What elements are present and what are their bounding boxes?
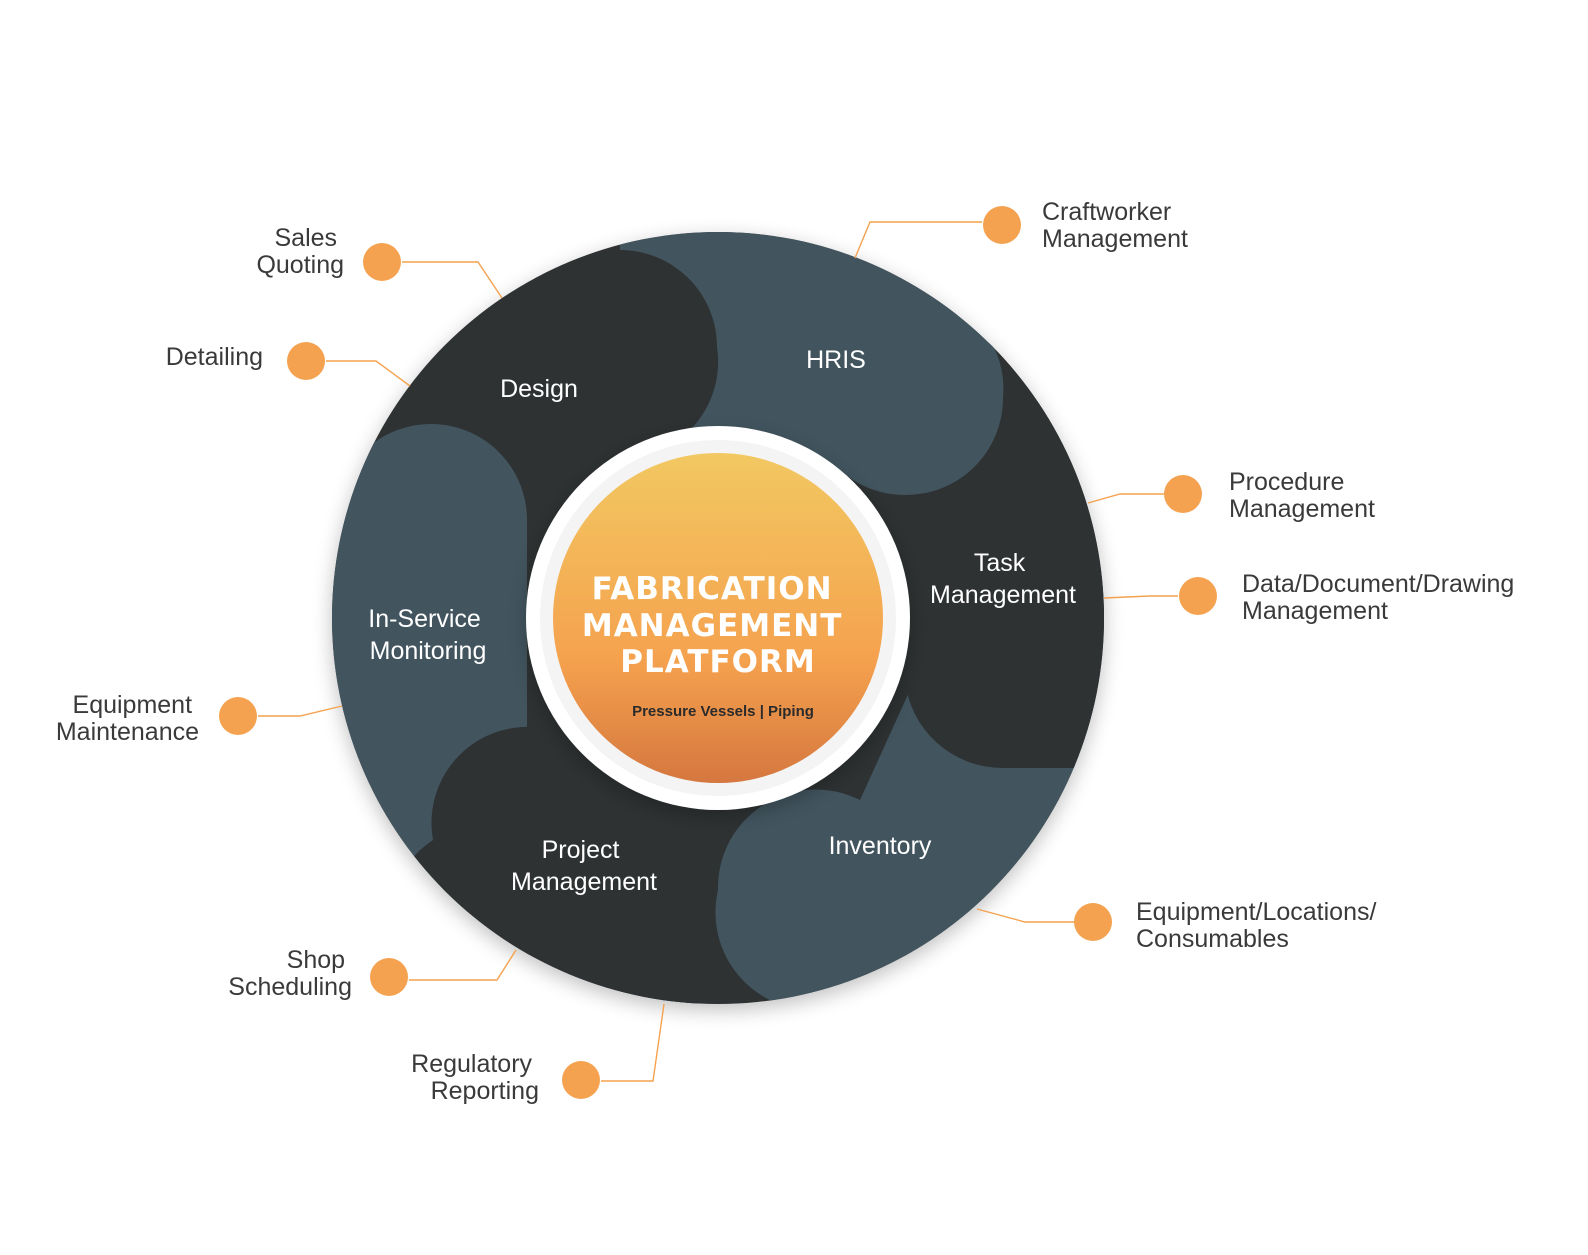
leader-line	[258, 705, 343, 717]
callout-label: Craftworker Management	[1042, 198, 1188, 253]
segment-label-project-management: Project Management	[511, 836, 657, 896]
hub-core	[553, 453, 883, 783]
callout-dot	[1179, 577, 1217, 615]
callout-dot	[983, 206, 1021, 244]
leader-line	[601, 1003, 665, 1082]
callout-procedure-management: Procedure Management	[1087, 468, 1375, 523]
leader-line	[854, 221, 982, 259]
segment-label-task-management: Task Management	[930, 549, 1076, 609]
callout-label: Sales Quoting	[256, 224, 344, 279]
leader-line	[1087, 493, 1164, 504]
center-hub: FABRICATION MANAGEMENT PLATFORM Pressure…	[526, 426, 910, 810]
callout-equipment-maintenance: Equipment Maintenance	[56, 691, 343, 746]
callout-label: Detailing	[166, 343, 263, 371]
leader-line	[326, 360, 411, 387]
leader-line	[409, 949, 517, 981]
leader-line	[976, 908, 1074, 923]
segment-label-design: Design	[500, 375, 578, 403]
callout-equipment-locations-consumables: Equipment/Locations/ Consumables	[976, 898, 1383, 953]
callout-dot	[363, 243, 401, 281]
segment-label-inventory: Inventory	[829, 832, 932, 860]
segment-labels: Design HRIS Task Management Inventory Pr…	[368, 346, 1076, 896]
callout-shop-scheduling: Shop Scheduling	[228, 946, 517, 1001]
center-title: FABRICATION MANAGEMENT PLATFORM	[582, 571, 854, 680]
callout-dot	[219, 697, 257, 735]
callout-label: Equipment/Locations/ Consumables	[1136, 898, 1383, 953]
callout-sales-quoting: Sales Quoting	[256, 224, 503, 299]
leader-line	[1103, 595, 1178, 599]
segment-label-in-service-monitoring: In-Service Monitoring	[368, 605, 488, 665]
callout-dot	[287, 342, 325, 380]
callout-label: Procedure Management	[1229, 468, 1375, 523]
center-subtitle: Pressure Vessels | Piping	[632, 703, 814, 720]
callout-dot	[370, 958, 408, 996]
callout-craftworker-management: Craftworker Management	[854, 198, 1188, 259]
callout-dot	[1164, 475, 1202, 513]
callout-dot	[562, 1061, 600, 1099]
segment-label-hris: HRIS	[806, 346, 866, 374]
callout-data-document-drawing-management: Data/Document/Drawing Management	[1103, 570, 1521, 625]
callout-label: Data/Document/Drawing Management	[1242, 570, 1521, 625]
callout-label: Regulatory Reporting	[411, 1050, 539, 1105]
callout-regulatory-reporting: Regulatory Reporting	[411, 1003, 665, 1105]
leader-line	[402, 261, 503, 299]
callout-label: Equipment Maintenance	[56, 691, 199, 746]
callout-label: Shop Scheduling	[228, 946, 352, 1001]
callout-detailing: Detailing	[166, 342, 411, 387]
callout-dot	[1074, 903, 1112, 941]
callouts: Sales Quoting Detailing Craftworker Mana…	[56, 198, 1521, 1105]
